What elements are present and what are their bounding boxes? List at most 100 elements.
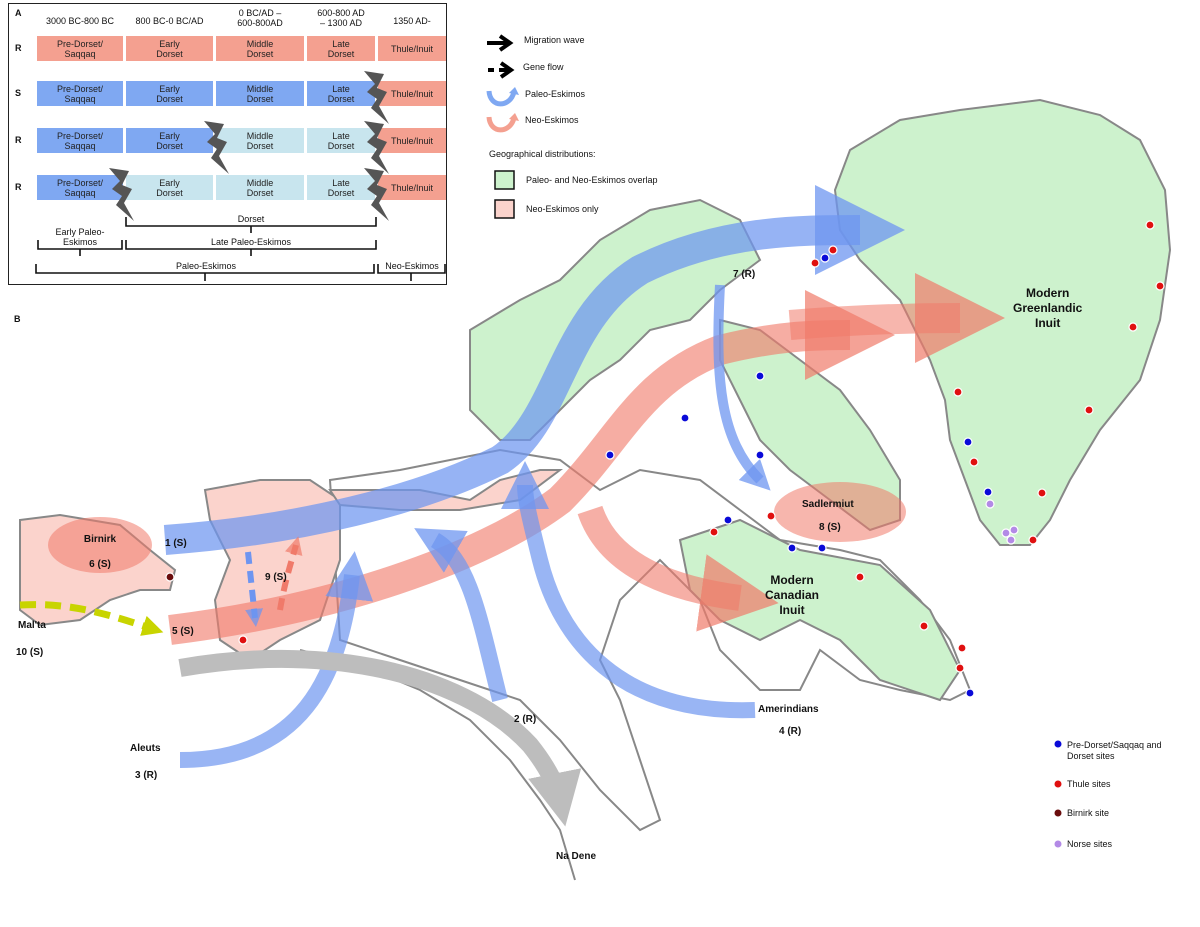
paleo-label: Paleo-Eskimos [175, 261, 237, 271]
thule-site-marker [953, 387, 963, 397]
period-cell: Late Dorset [307, 36, 375, 61]
norse-site-marker [1009, 525, 1019, 535]
legend-migration-wave: Migration wave [524, 35, 585, 45]
period-cell: Middle Dorset [216, 36, 304, 61]
route-3-arrow [179, 551, 374, 768]
amerindians-label: Amerindians [758, 704, 819, 715]
legend-neo-only: Neo-Eskimos only [526, 204, 599, 214]
period-cell: Thule/Inuit [378, 36, 446, 61]
birnirk-region [48, 517, 152, 573]
aleuts-number: 3 (R) [135, 770, 158, 781]
route-5-label: 5 (S) [172, 626, 194, 637]
malta-label: Mal'ta [18, 620, 46, 631]
period-cell: Middle Dorset [216, 128, 304, 153]
dorset-label: Dorset [237, 214, 265, 224]
early-paleo-label: Early Paleo- Eskimos [55, 227, 105, 247]
route-1-arrow [163, 185, 905, 555]
predorset-site-marker [963, 437, 973, 447]
thule-site-marker [828, 245, 838, 255]
norse-site-marker [1001, 528, 1011, 538]
thule-site-marker [1145, 220, 1155, 230]
period-cell: Late Dorset [307, 175, 375, 200]
route-2-label: 2 (R) [514, 714, 537, 725]
period-cell: Thule/Inuit [378, 128, 446, 153]
legend-gene-flow: Gene flow [523, 62, 564, 72]
greenlandic-inuit-label: Modern Greenlandic Inuit [1013, 286, 1083, 330]
row-type-label: R [15, 182, 22, 192]
malta-number: 10 (S) [16, 647, 44, 658]
thule-site-marker [1128, 322, 1138, 332]
amerindians-number: 4 (R) [779, 726, 802, 737]
predorset-site-marker [723, 515, 733, 525]
thule-site-marker [238, 635, 248, 645]
period-header: 3000 BC-800 BC [45, 16, 115, 26]
thule-site-marker [1155, 281, 1165, 291]
site-markers [165, 220, 1165, 698]
period-cell: Late Dorset [307, 128, 375, 153]
route-9-down-arrow [245, 551, 264, 627]
period-cell: Pre-Dorset/ Saqqaq [37, 36, 123, 61]
thule-site-marker [1084, 405, 1094, 415]
legend-overlap: Paleo- and Neo-Eskimos overlap [526, 175, 658, 185]
birnirk-site-marker [165, 572, 175, 582]
predorset-site-marker [680, 413, 690, 423]
period-header: 1350 AD- [393, 16, 431, 26]
period-cell: Middle Dorset [216, 175, 304, 200]
predorset-site-marker [820, 253, 830, 263]
period-header: 600-800 AD – 1300 AD [317, 8, 365, 28]
route-9-up-arrow [277, 536, 303, 611]
birnirk-number: 6 (S) [89, 559, 111, 570]
period-cell: Thule/Inuit [378, 175, 446, 200]
sadlermiut-number: 8 (S) [819, 522, 841, 533]
period-cell: Pre-Dorset/ Saqqaq [37, 175, 123, 200]
row-type-label: R [15, 43, 22, 53]
route-1-label: 1 (S) [165, 538, 187, 549]
norse-site-marker [1006, 535, 1016, 545]
period-cell: Early Dorset [126, 175, 213, 200]
legend-norse-sites: Norse sites [1067, 839, 1113, 849]
thule-site-marker [766, 511, 776, 521]
legend-thule-sites: Thule sites [1067, 779, 1111, 789]
route-7-arrow [713, 284, 771, 491]
predorset-site-marker [787, 543, 797, 553]
panel-b-label: B [14, 314, 21, 324]
norse-site-marker [985, 499, 995, 509]
thule-site-marker [709, 527, 719, 537]
route-4-arrow [501, 461, 756, 719]
route-7-label: 7 (R) [733, 269, 756, 280]
predorset-site-marker [817, 543, 827, 553]
row-type-label: S [15, 88, 22, 98]
period-cell: Late Dorset [307, 81, 375, 106]
thule-site-marker [969, 457, 979, 467]
period-cell: Early Dorset [126, 36, 213, 61]
legend-predorset-sites: Pre-Dorset/Saqqaq and Dorset sites [1067, 740, 1162, 761]
period-cell: Pre-Dorset/ Saqqaq [37, 128, 123, 153]
thule-site-marker [919, 621, 929, 631]
predorset-site-marker [755, 371, 765, 381]
thule-site-marker [855, 572, 865, 582]
legend-birnirk-site: Birnirk site [1067, 808, 1110, 818]
period-cell: Thule/Inuit [378, 81, 446, 106]
canadian-inuit-label: Modern Canadian Inuit [765, 573, 820, 617]
neo-label: Neo-Eskimos [385, 261, 439, 271]
period-cell: Early Dorset [126, 81, 213, 106]
greenlandic-inuit-arrow [788, 273, 1005, 364]
predorset-site-marker [983, 487, 993, 497]
predorset-site-marker [755, 450, 765, 460]
route-9-label: 9 (S) [265, 572, 287, 583]
predorset-site-marker [965, 688, 975, 698]
thule-site-marker [955, 663, 965, 673]
period-header: 0 BC/AD – 600-800AD [237, 8, 283, 28]
thule-site-marker [1028, 535, 1038, 545]
legend-neo-eskimos: Neo-Eskimos [525, 115, 579, 125]
thule-site-marker [957, 643, 967, 653]
aleuts-label: Aleuts [130, 743, 161, 754]
period-cell: Early Dorset [126, 128, 213, 153]
na-dene-arrow [178, 650, 582, 827]
canadian-inuit-arrow [577, 505, 779, 632]
period-cell: Middle Dorset [216, 81, 304, 106]
period-cell: Pre-Dorset/ Saqqaq [37, 81, 123, 106]
